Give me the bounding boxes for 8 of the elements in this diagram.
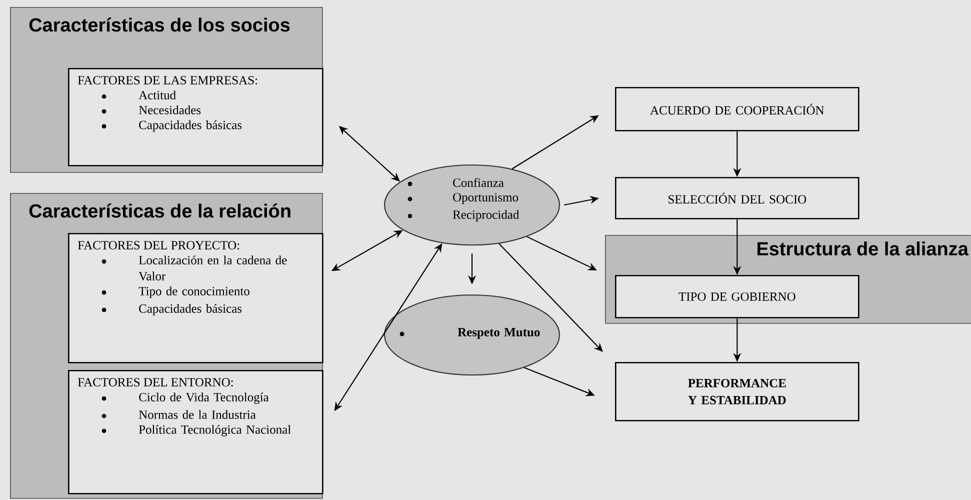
process-box: PERFORMANCE Y ESTABILIDAD	[615, 362, 860, 422]
factor-box: FACTORES DEL ENTORNO: Ciclo de Vida Tecnología Normas de la Industria Política Tecnológica Nacional	[68, 370, 324, 494]
process-box: ACUERDO DE COOPERACIÓN	[615, 87, 860, 132]
process-box: SELECCIÓN DEL SOCIO	[615, 177, 860, 220]
arrow	[498, 243, 603, 352]
factor-box: FACTORES DEL PROYECTO: Localización en la cadena de Valor Tipo de conocimiento Capacidades básicas	[68, 233, 324, 364]
factor-box: FACTORES DE LAS EMPRESAS: Actitud Necesidades Capacidades básicas	[68, 68, 324, 166]
process-box: TIPO DE GOBIERNO	[615, 275, 860, 318]
